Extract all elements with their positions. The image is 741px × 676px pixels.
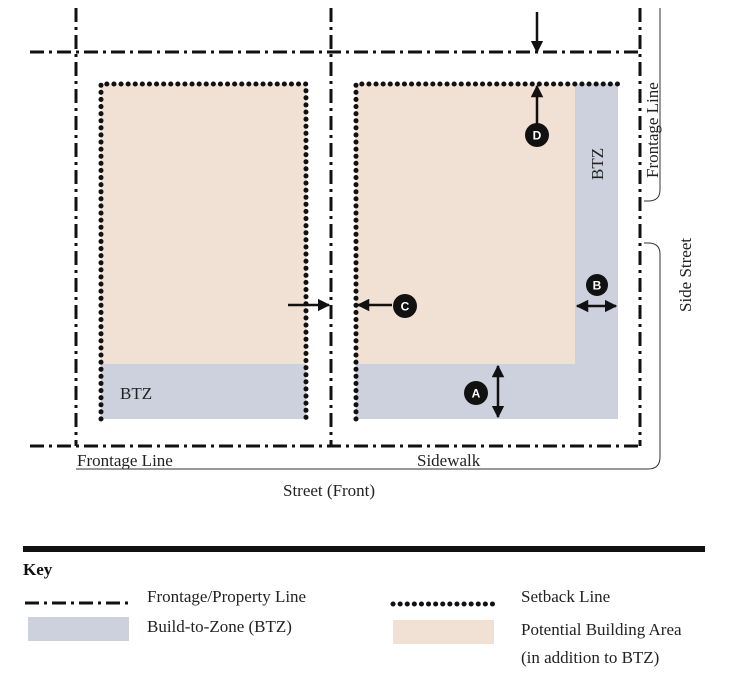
key-setback-line-label: Setback Line: [521, 587, 610, 606]
frontage-line-bottom-label: Frontage Line: [77, 451, 173, 470]
curb-lines: [76, 8, 661, 470]
key-title: Key: [23, 560, 53, 579]
key-building-area-swatch: [393, 620, 494, 644]
right-btz-area: [356, 84, 618, 419]
marker-a: A: [464, 381, 488, 405]
btz-left-label: BTZ: [120, 384, 152, 403]
frontage-line-right-label: Frontage Line: [643, 82, 662, 178]
marker-d: D: [525, 123, 549, 147]
svg-text:C: C: [401, 300, 410, 314]
dimension-arrows: [288, 12, 618, 419]
key-divider: [23, 546, 705, 552]
property-lines: [30, 8, 642, 448]
left-setback-line: [98, 81, 309, 422]
side-street-curb: [644, 8, 661, 202]
key-building-area-note: (in addition to BTZ): [521, 648, 659, 667]
street-curb: [76, 242, 661, 470]
marker-b: B: [586, 274, 608, 296]
setback-lines: [98, 81, 621, 422]
sidewalk-label: Sidewalk: [417, 451, 481, 470]
key-frontage-line-label: Frontage/Property Line: [147, 587, 306, 606]
side-street-label: Side Street: [676, 238, 695, 312]
street-front-label: Street (Front): [283, 481, 375, 500]
key-btz-label: Build-to-Zone (BTZ): [147, 617, 292, 636]
left-btz-area: [101, 364, 306, 419]
svg-text:B: B: [593, 279, 602, 293]
svg-text:A: A: [472, 387, 481, 401]
right-setback-line: [353, 81, 621, 422]
key-building-area-label: Potential Building Area: [521, 620, 682, 639]
marker-c: C: [393, 294, 417, 318]
key-btz-swatch: [28, 617, 129, 641]
left-building-area: [101, 84, 306, 364]
btz-right-label: BTZ: [588, 148, 607, 180]
svg-text:D: D: [533, 129, 542, 143]
